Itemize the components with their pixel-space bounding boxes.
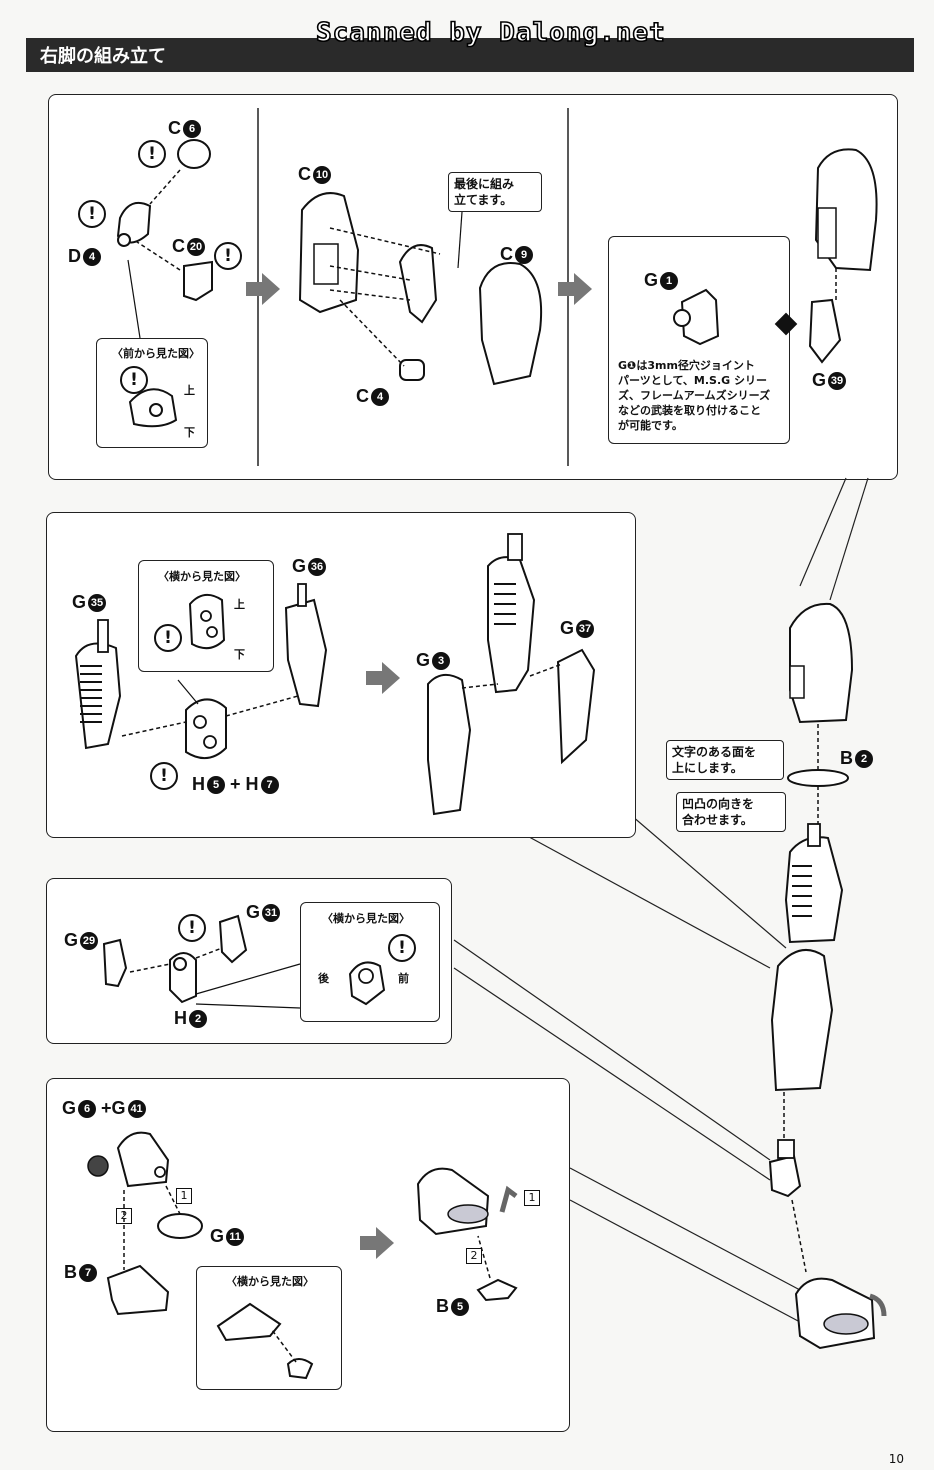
caution-icon: ! [138,140,166,168]
step-arrow [360,1236,376,1250]
label-up: 上 [184,384,195,397]
scan-watermark: Scanned by Dalong.net [315,17,666,49]
page-number: 10 [888,1452,904,1466]
caution-icon: ! [178,914,206,942]
step-arrow [366,671,382,685]
step-arrow-head [382,662,400,694]
step-number: 1 [524,1190,540,1206]
step-number: 2 [116,1208,132,1224]
caution-icon: ! [120,366,148,394]
step-arrow-head [574,273,592,305]
last-assemble-note: 最後に組み 立てます。 [448,172,542,212]
section-title: 右脚の組み立て [40,46,166,67]
caution-icon: ! [78,200,106,228]
side-view-label: 〈横から見た図〉 [226,1275,314,1288]
step-number: 2 [466,1248,482,1264]
step-arrow [246,282,262,296]
side-view-label: 〈横から見た図〉 [158,570,246,583]
caution-icon: ! [388,934,416,962]
front-view-inset [96,338,208,448]
front-view-label: 〈前から見た図〉 [112,347,200,360]
label-up: 上 [234,598,245,611]
align-bumps-note: 凹凸の向きを 合わせます。 [676,792,786,832]
step-number: 1 [176,1188,192,1204]
g1-note-text: G❶は3mm径穴ジョイント パーツとして、M.S.G シリー ズ、フレームアーム… [618,359,771,432]
step-arrow [558,282,574,296]
label-back: 後 [318,972,329,985]
step-arrow-head [376,1227,394,1259]
section-title-bar [26,38,914,72]
label-down: 下 [234,648,245,661]
side-view-label: 〈横から見た図〉 [322,912,410,925]
caution-icon: ! [154,624,182,652]
caution-icon: ! [214,242,242,270]
label-down: 下 [184,426,195,439]
step-arrow-head [262,273,280,305]
label-front: 前 [398,972,409,985]
text-face-up-note: 文字のある面を 上にします。 [666,740,784,780]
caution-icon: ! [150,762,178,790]
